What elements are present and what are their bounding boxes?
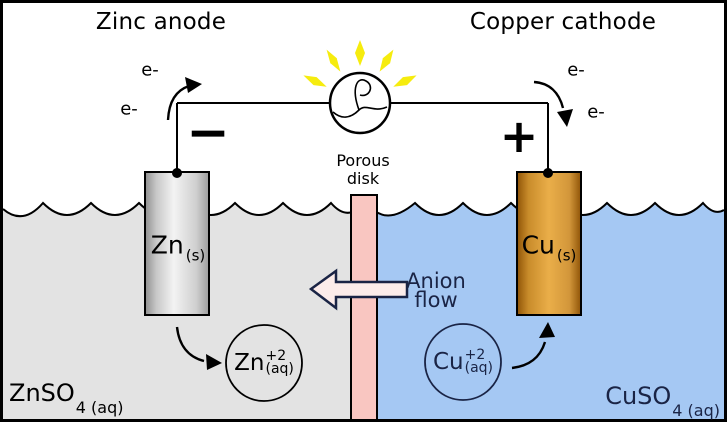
electron-flow-arrow-left [166, 77, 202, 121]
electron-label: e- [567, 59, 585, 81]
wire-terminal-dot-right [543, 168, 553, 178]
zinc-ion-label: Zn +2(aq) [234, 348, 294, 377]
copper-ion-arrow [511, 322, 555, 370]
wire-terminal-dot-left [172, 168, 182, 178]
electron-label: e- [141, 59, 159, 81]
zinc-ion-circle [225, 324, 303, 402]
zinc-ion-arrow [175, 326, 222, 370]
negative-terminal-sign: − [186, 103, 230, 163]
porous-disk-label: Porous disk [336, 151, 390, 188]
anion-flow-arrow [308, 268, 409, 311]
light-rays-icon [303, 40, 417, 87]
anion-flow-label: Anion flow [406, 269, 466, 312]
electron-label: e- [587, 101, 605, 123]
copper-ion-circle [424, 323, 502, 401]
zinc-electrode-label: Zn(s) [150, 230, 206, 265]
zinc-solution-label: ZnSO4 (aq) [9, 379, 124, 417]
zinc-anode-title: Zinc anode [95, 9, 227, 35]
copper-solution-label: CuSO4 (aq) [605, 382, 720, 420]
copper-ion-label: Cu +2(aq) [432, 347, 494, 376]
copper-electrode-label: Cu(s) [521, 230, 577, 265]
light-bulb-icon [328, 71, 392, 135]
positive-terminal-sign: + [499, 109, 539, 163]
copper-cathode-title: Copper cathode [469, 9, 657, 35]
porous-disk [350, 194, 378, 422]
electron-flow-arrow-right [533, 80, 573, 127]
electron-label: e- [120, 98, 138, 120]
